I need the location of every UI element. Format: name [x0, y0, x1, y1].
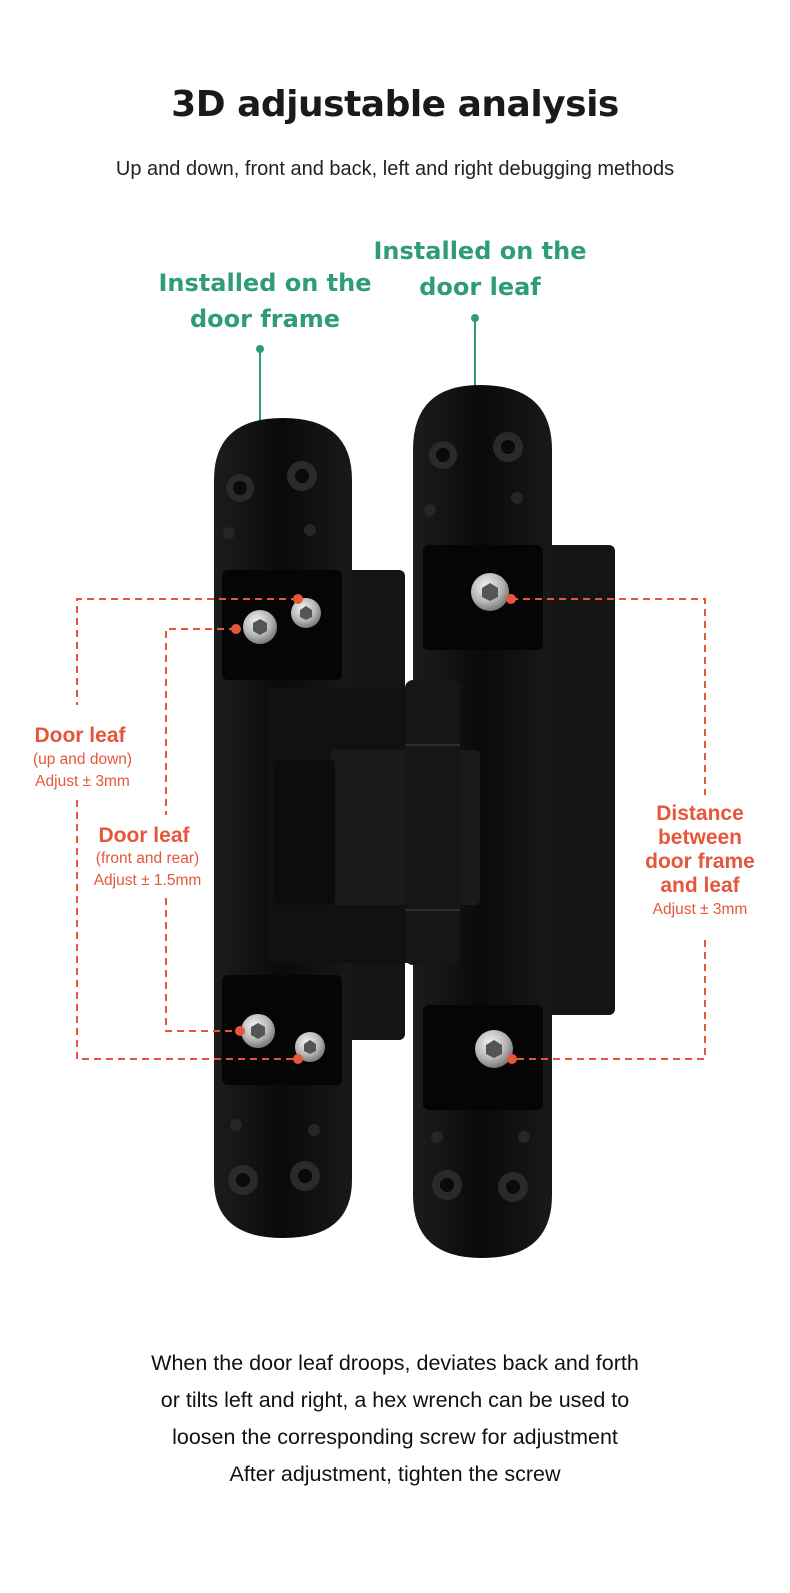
page-subtitle: Up and down, front and back, left and ri…	[115, 158, 675, 180]
gap-adjust-title-line-1: Distance	[656, 802, 744, 825]
footer-line-1: When the door leaf droops, deviates back…	[151, 1351, 639, 1375]
depth-adjust-range: Adjust ± 1.5mm	[93, 872, 202, 889]
orange-anchor-dots	[231, 594, 517, 1064]
leaf-callout-label: Installed on the door leaf	[360, 233, 600, 305]
depth-adjust-detail: (front and rear)	[95, 850, 200, 867]
frame-callout-label: Installed on the door frame	[145, 265, 385, 337]
gap-adjust-title: Distance between door frame and leaf	[630, 802, 770, 898]
vertical-adjust-range: Adjust ± 3mm	[35, 773, 130, 790]
gap-adjust-title-line-4: and leaf	[660, 874, 740, 897]
footer-line-2: or tilts left and right, a hex wrench ca…	[160, 1388, 630, 1412]
adjustment-screws	[241, 573, 513, 1068]
footer-line-4: After adjustment, tighten the screw	[229, 1462, 561, 1486]
hinge-knuckle	[267, 680, 480, 965]
door-leaf-plate	[413, 385, 615, 1258]
orange-dimension-lines	[76, 598, 706, 1060]
gap-adjust-title-line-3: door frame	[645, 850, 755, 873]
frame-callout-line-2: door frame	[189, 305, 341, 333]
vertical-adjust-detail: (up and down)	[32, 751, 133, 768]
frame-callout-line-1: Installed on the	[158, 269, 372, 297]
leaf-callout-line-1: Installed on the	[373, 237, 587, 265]
footer-instructions: When the door leaf droops, deviates back…	[0, 1345, 790, 1493]
leaf-callout-line-2: door leaf	[419, 273, 541, 301]
depth-adjust-title: Door leaf	[98, 824, 190, 847]
vertical-adjust-title: Door leaf	[34, 724, 126, 747]
gap-adjust-title-line-2: between	[657, 826, 743, 849]
gap-adjust-range: Adjust ± 3mm	[652, 901, 748, 918]
page-title: 3D adjustable analysis	[171, 84, 619, 125]
footer-line-3: loosen the corresponding screw for adjus…	[172, 1425, 618, 1449]
